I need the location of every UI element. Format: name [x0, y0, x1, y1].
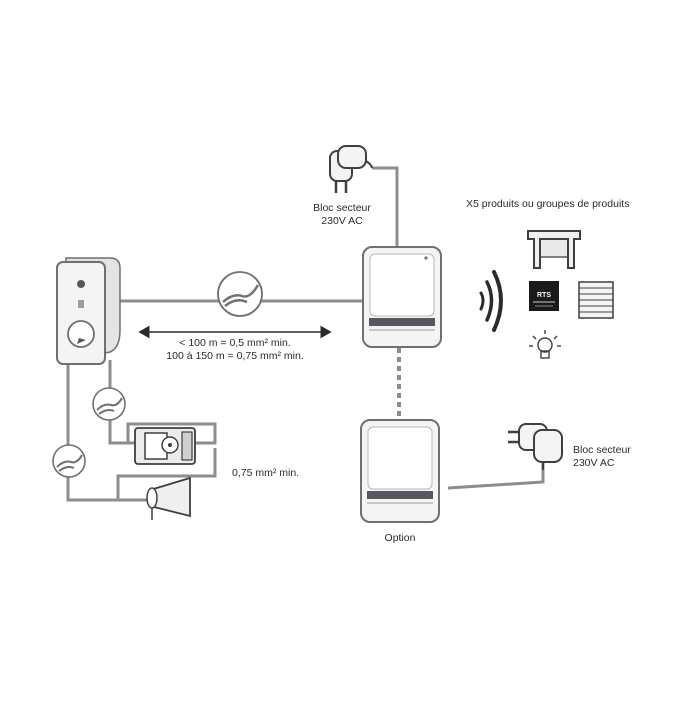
cable-adapter-receiver: [372, 166, 399, 248]
power-label-right: Bloc secteur 230V AC: [573, 444, 631, 470]
power-label-right-line1: Bloc secteur: [573, 444, 631, 456]
cable-adapter-option: [447, 462, 545, 490]
receiver-module-icon: [362, 246, 442, 348]
cable-lock-loop: [126, 422, 217, 445]
rts-logo-text: RTS: [537, 292, 551, 299]
power-label-top-line1: Bloc secteur: [313, 202, 371, 214]
cable-doorbell-chime: [66, 360, 150, 502]
rts-logo-icon: RTS: [529, 281, 559, 311]
distance-note: < 100 m = 0,5 mm² min. 100 à 150 m = 0,7…: [140, 337, 330, 363]
door-lock-icon: [134, 427, 196, 465]
cable-cut-icon: [92, 387, 126, 421]
wireless-signal-icon: [479, 270, 503, 332]
power-label-top: Bloc secteur 230V AC: [312, 202, 372, 228]
chime-icon: [146, 476, 191, 520]
distance-note-line2: 100 à 150 m = 0,75 mm² min.: [166, 350, 304, 362]
cable-cut-icon: [52, 444, 86, 478]
doorbell-panel-icon: [56, 257, 121, 365]
shutter-icon: [578, 281, 614, 319]
wire-gauge-label: 0,75 mm² min.: [232, 467, 300, 479]
cable-cut-icon: [217, 271, 263, 317]
power-adapter-icon: [508, 423, 563, 470]
power-label-right-line2: 230V AC: [573, 457, 615, 469]
power-label-top-line2: 230V AC: [321, 215, 363, 227]
cable-chime-feed: [116, 448, 217, 500]
power-adapter-icon: [329, 145, 373, 193]
gate-icon: [527, 230, 581, 269]
option-label: Option: [384, 532, 416, 544]
products-header: X5 produits ou groupes de produits: [466, 198, 630, 210]
light-bulb-icon: [529, 330, 561, 359]
option-receiver-icon: [360, 419, 440, 523]
distance-note-line1: < 100 m = 0,5 mm² min.: [179, 337, 291, 349]
